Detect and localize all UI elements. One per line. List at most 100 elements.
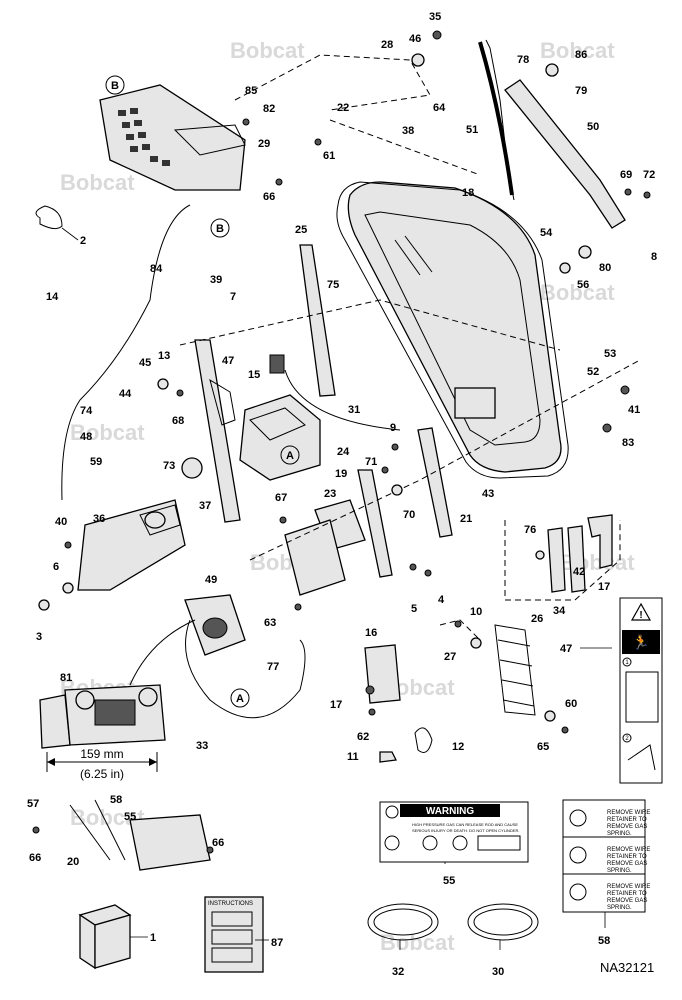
- detail-label-a: A: [286, 450, 294, 462]
- callout-66: 66: [29, 852, 41, 864]
- callout-43: 43: [482, 488, 494, 500]
- svg-text:!: !: [639, 610, 642, 621]
- callout-48: 48: [80, 431, 92, 443]
- callout-13: 13: [158, 350, 170, 362]
- callout-65: 65: [537, 741, 549, 753]
- callout-87: 87: [271, 937, 283, 949]
- watermark-text: Bobcat: [70, 420, 145, 445]
- spring-decal-line4: SPRING.: [607, 868, 632, 874]
- callout-numbers: 1 2 3 4 5 6 7 8 9 10 11 12 13 14 15 16 1…: [27, 11, 657, 978]
- callout-5: 5: [411, 603, 417, 615]
- callout-24: 24: [337, 446, 350, 458]
- callout-77: 77: [267, 661, 279, 673]
- callout-36: 36: [93, 513, 105, 525]
- callout-39: 39: [210, 274, 222, 286]
- spring-decal-line2: RETAINER TO: [607, 891, 647, 897]
- callout-73: 73: [163, 460, 175, 472]
- actuator-49: [184, 594, 246, 656]
- callout-53: 53: [604, 348, 616, 360]
- callout-29: 29: [258, 138, 270, 150]
- callout-75: 75: [327, 279, 339, 291]
- callout-66: 66: [212, 837, 224, 849]
- callout-34: 34: [553, 605, 566, 617]
- callout-23: 23: [324, 488, 336, 500]
- callout-44: 44: [119, 388, 132, 400]
- callout-35: 35: [429, 11, 441, 23]
- callout-47: 47: [560, 643, 572, 655]
- spring-decal-line3: REMOVE GAS: [607, 861, 647, 867]
- gas-spring-assy: [69, 799, 211, 871]
- callout-84: 84: [150, 263, 163, 275]
- callout-26: 26: [531, 613, 543, 625]
- callout-55: 55: [443, 875, 455, 887]
- spring-decal-line4: SPRING.: [607, 831, 632, 837]
- callout-27: 27: [444, 651, 456, 663]
- spring-decal-row: REMOVE WIRE RETAINER TO REMOVE GAS SPRIN…: [569, 846, 650, 874]
- callout-41: 41: [628, 404, 640, 416]
- callout-12: 12: [452, 741, 464, 753]
- latch-plates: [284, 499, 613, 704]
- drawing-number: NA32121: [600, 960, 654, 975]
- callout-52: 52: [587, 366, 599, 378]
- top-left-cover: [99, 84, 246, 191]
- callout-14: 14: [46, 291, 59, 303]
- callout-79: 79: [575, 85, 587, 97]
- detail-label-b: B: [216, 223, 224, 235]
- callout-21: 21: [460, 513, 472, 525]
- callout-38: 38: [402, 125, 414, 137]
- warning-decal: WARNING HIGH PRESSURE GAS CAN RELEASE RO…: [379, 801, 529, 863]
- box-1: [78, 904, 132, 970]
- svg-text:🏃: 🏃: [632, 634, 649, 651]
- dashed-leaders: [179, 54, 641, 641]
- callout-8: 8: [651, 251, 657, 263]
- detail-label-a: A: [236, 693, 244, 705]
- callout-31: 31: [348, 404, 360, 416]
- dimension-imperial: (6.25 in): [80, 767, 124, 781]
- callout-74: 74: [80, 405, 93, 417]
- callout-17: 17: [598, 581, 610, 593]
- wiper-assembly: [478, 39, 626, 229]
- callout-20: 20: [67, 856, 79, 868]
- exit-step-2: 2: [625, 736, 629, 742]
- callout-76: 76: [524, 524, 536, 536]
- callout-42: 42: [573, 566, 585, 578]
- warning-line1: HIGH PRESSURE GAS CAN RELEASE ROD AND CA…: [412, 822, 518, 827]
- callout-10: 10: [470, 606, 482, 618]
- callout-19: 19: [335, 468, 347, 480]
- callout-16: 16: [365, 627, 377, 639]
- callout-22: 22: [337, 102, 349, 114]
- detail-bubble-a: [280, 445, 300, 465]
- callout-3: 3: [36, 631, 42, 643]
- callout-63: 63: [264, 617, 276, 629]
- callout-30: 30: [492, 966, 504, 978]
- callout-69: 69: [620, 169, 632, 181]
- callout-47: 47: [222, 355, 234, 367]
- instructions-label: INSTRUCTIONS: [208, 901, 253, 907]
- callout-64: 64: [433, 102, 446, 114]
- callout-86: 86: [575, 49, 587, 61]
- callout-15: 15: [248, 369, 260, 381]
- callout-67: 67: [275, 492, 287, 504]
- callout-32: 32: [392, 966, 404, 978]
- detail-bubble-b: [210, 218, 230, 238]
- callout-2: 2: [80, 235, 86, 247]
- callout-40: 40: [55, 516, 67, 528]
- cable-84: [61, 204, 191, 501]
- detail-bubbles: B B A A: [105, 75, 300, 708]
- left-frame-rail: [194, 244, 453, 578]
- motor-assembly: 159 mm (6.25 in): [39, 619, 196, 781]
- callout-18: 18: [462, 187, 474, 199]
- callout-78: 78: [517, 54, 529, 66]
- callout-7: 7: [230, 291, 236, 303]
- housing-36: [77, 499, 186, 591]
- callout-62: 62: [357, 731, 369, 743]
- dimension-metric: 159 mm: [80, 747, 123, 761]
- callout-58: 58: [598, 935, 610, 947]
- callout-68: 68: [172, 415, 184, 427]
- callout-25: 25: [295, 224, 307, 236]
- seals: [367, 903, 539, 941]
- spring-decal-line1: REMOVE WIRE: [607, 810, 650, 816]
- callout-82: 82: [263, 103, 275, 115]
- callout-50: 50: [587, 121, 599, 133]
